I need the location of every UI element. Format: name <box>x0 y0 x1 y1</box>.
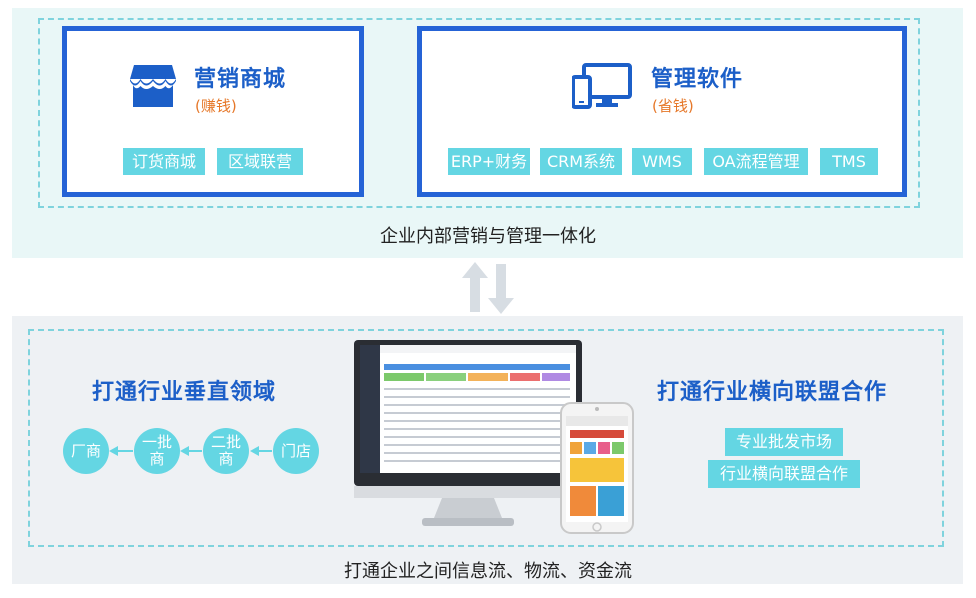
top-dashed-frame <box>38 18 920 208</box>
node-manufacturer: 厂商 <box>63 428 109 474</box>
node-store: 门店 <box>273 428 319 474</box>
management-software-subtitle: (省钱) <box>652 97 694 115</box>
management-software-title: 管理软件 <box>651 67 744 92</box>
top-caption: 企业内部营销与管理一体化 <box>380 226 596 247</box>
tag-order-mall: 订货商城 <box>123 148 205 175</box>
vertical-domain-title: 打通行业垂直领域 <box>92 380 277 405</box>
chain-arrow <box>180 446 189 456</box>
monitor-image <box>354 340 582 526</box>
devices-icon <box>572 63 632 109</box>
marketing-mall-box: 营销商城 (赚钱) 订货商城 区域联营 <box>62 26 364 197</box>
node-first-wholesaler: 一批商 <box>134 428 180 474</box>
phone-image <box>560 402 634 534</box>
bottom-caption: 打通企业之间信息流、物流、资金流 <box>344 561 632 582</box>
tag-regional-alliance: 区域联营 <box>217 148 303 175</box>
chain-arrow <box>109 446 118 456</box>
bottom-dashed-frame <box>28 329 944 547</box>
chain-link <box>257 450 272 452</box>
store-icon <box>130 65 176 107</box>
management-software-box: 管理软件 (省钱) ERP+财务 CRM系统 WMS OA流程管理 TMS <box>417 26 907 197</box>
tag-crm: CRM系统 <box>540 148 622 175</box>
tag-wms: WMS <box>632 148 692 175</box>
chain-link <box>187 450 202 452</box>
tag-tms: TMS <box>820 148 878 175</box>
tag-horizontal-alliance: 行业横向联盟合作 <box>708 460 860 488</box>
marketing-mall-subtitle: (赚钱) <box>195 97 237 115</box>
marketing-mall-title: 营销商城 <box>194 67 287 92</box>
node-second-wholesaler: 二批商 <box>203 428 249 474</box>
horizontal-alliance-title: 打通行业横向联盟合作 <box>657 380 888 405</box>
tag-erp-finance: ERP+财务 <box>448 148 530 175</box>
chain-link <box>116 450 133 452</box>
tag-oa: OA流程管理 <box>704 148 808 175</box>
tag-wholesale-market: 专业批发市场 <box>725 428 843 456</box>
chain-arrow <box>250 446 259 456</box>
updown-arrows-icon <box>462 262 514 314</box>
